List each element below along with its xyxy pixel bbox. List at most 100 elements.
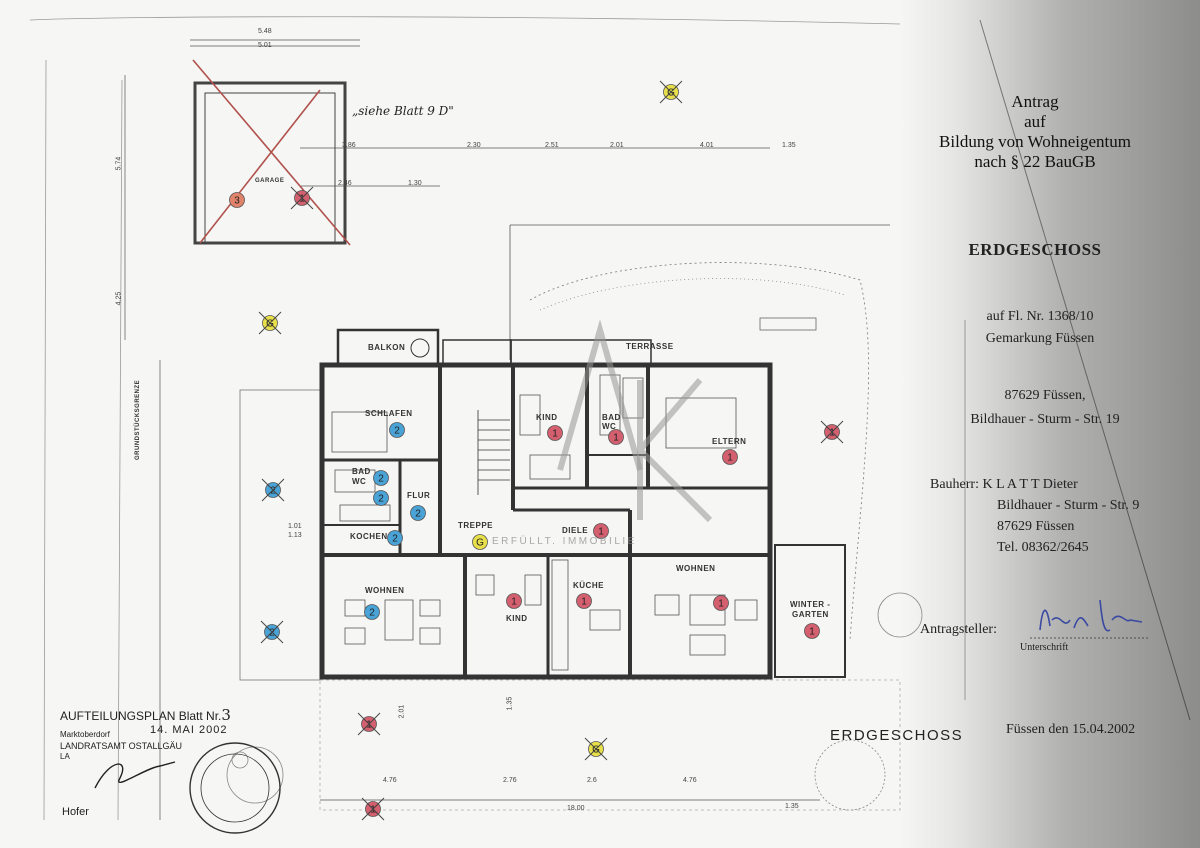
property-boundary-label: GRUNDSTÜCKSGRENZE [135, 379, 141, 460]
unit-marker: 1 [713, 595, 729, 611]
dim-b1: 4.76 [383, 777, 397, 784]
unit-marker: G [258, 311, 282, 335]
marker-label: 2 [415, 509, 421, 520]
owner-block: Bauherr: K L A T T Dieter Bildhauer - St… [930, 474, 1139, 558]
room-terrasse: TERRASSE [626, 342, 674, 351]
dim-top2: 5.01 [258, 42, 272, 49]
marker-circle [713, 595, 729, 611]
title-line-1: Antrag [1011, 92, 1059, 111]
owner-city: 87629 Füssen [997, 519, 1075, 534]
marker-strike [584, 737, 608, 761]
watermark-text: ERFÜLLT. IMMOBILIE [492, 536, 637, 547]
unit-marker: G [584, 737, 608, 761]
room-wintergarten-2: GARTEN [792, 610, 829, 619]
room-bad-right: BAD [602, 413, 621, 422]
marker-label: 1 [809, 627, 815, 638]
applicant-signature [1030, 599, 1150, 639]
building-walls [319, 328, 846, 680]
room-wohnen-right: WOHNEN [676, 564, 716, 573]
garden-outline [239, 224, 901, 811]
marker-circle [608, 429, 624, 445]
dim-d8: 1.30 [408, 180, 422, 187]
marker-circle [722, 449, 738, 465]
dim-w1: 1.01 [288, 523, 302, 530]
property-address: 87629 Füssen, Bildhauer - Sturm - Str. 1… [930, 384, 1160, 432]
dim-d3: 2.51 [545, 142, 559, 149]
unit-marker: 1 [506, 593, 522, 609]
marker-label: 1 [366, 720, 372, 731]
marker-circle [804, 623, 820, 639]
marker-label: 1 [829, 428, 835, 439]
owner-phone: Tel. 08362/2645 [997, 540, 1089, 555]
dim-total: 18.00 [567, 805, 585, 812]
unit-marker: 2 [389, 422, 405, 438]
marker-circle [373, 470, 389, 486]
applicant-label: Antragsteller: [920, 622, 997, 637]
unit-marker: G [659, 80, 683, 104]
room-garage: GARAGE [255, 178, 285, 184]
parcel-district: Gemarkung Füssen [985, 331, 1095, 346]
stamp-plan-label: AUFTEILUNGSPLAN Blatt Nr.3 [60, 706, 231, 724]
dim-b5: 1.35 [785, 803, 799, 810]
marker-circle [389, 422, 405, 438]
dim-d4: 2.01 [610, 142, 624, 149]
marker-label: 2 [392, 534, 398, 545]
marker-label: 1 [552, 429, 558, 440]
room-wohnen-left: WOHNEN [365, 586, 405, 595]
marker-label: 1 [718, 599, 724, 610]
unit-marker: 2 [373, 490, 389, 506]
dim-b2: 2.76 [503, 777, 517, 784]
unit-marker: 1 [820, 420, 844, 444]
unit-marker: G [472, 534, 488, 550]
stamp-signature [94, 761, 176, 789]
signature-caption: Unterschrift [1020, 642, 1069, 653]
marker-label: 2 [378, 494, 384, 505]
official-seal [189, 742, 281, 834]
parcel-number: auf Fl. Nr. 1368/10 [986, 309, 1094, 324]
marker-circle [364, 604, 380, 620]
owner-label: Bauherr: K L A T T Dieter [930, 477, 1078, 492]
marker-label: 2 [270, 486, 276, 497]
room-flur: FLUR [407, 491, 431, 500]
marker-label: 2 [394, 426, 400, 437]
title-line-3: Bildung von Wohneigentum [939, 132, 1131, 151]
marker-strike [820, 420, 844, 444]
marker-label: 1 [370, 805, 376, 816]
marker-strike [659, 80, 683, 104]
marker-label: 1 [581, 597, 587, 608]
unit-marker: 1 [357, 712, 381, 736]
room-balkon: BALKON [368, 343, 406, 352]
stamp-municipality: Marktoberdorf [60, 730, 110, 739]
dim-v2: 4.25 [115, 291, 123, 306]
marker-circle [506, 593, 522, 609]
handwritten-note: „siehe Blatt 9 D" [352, 104, 454, 118]
unit-marker: 1 [547, 425, 563, 441]
marker-strike [361, 797, 385, 821]
unit-marker: 1 [608, 429, 624, 445]
stamp-authority-abbr: LA [60, 752, 70, 761]
dim-d1: 3.86 [342, 142, 356, 149]
dim-d7: 2.46 [338, 180, 352, 187]
unit-marker: 2 [260, 620, 284, 644]
title-block: Antrag auf Bildung von Wohneigentum nach… [905, 92, 1165, 172]
marker-strike [261, 478, 285, 502]
room-eltern: ELTERN [712, 437, 747, 446]
marker-strike [258, 311, 282, 335]
dim-top1: 5.48 [258, 28, 272, 35]
unit-marker: 2 [387, 530, 403, 546]
marker-circle [410, 505, 426, 521]
marker-circle [576, 593, 592, 609]
marker-circle [373, 490, 389, 506]
dim-d6: 1.35 [782, 142, 796, 149]
title-line-2: auf [1024, 112, 1046, 131]
stamp-date: 14. MAI 2002 [150, 724, 228, 736]
room-diele: DIELE [562, 526, 589, 535]
room-kind-bottom: KIND [506, 614, 528, 623]
unit-marker: 2 [373, 470, 389, 486]
marker-label: G [476, 538, 484, 549]
stamp-authority: LANDRATSAMT OSTALLGÄU [60, 741, 183, 751]
marker-label: 1 [598, 527, 604, 538]
dim-v1: 5.74 [115, 156, 123, 171]
stamp-plan-label-text: AUFTEILUNGSPLAN Blatt Nr. [60, 709, 222, 723]
floor-heading: ERDGESCHOSS [968, 240, 1102, 259]
